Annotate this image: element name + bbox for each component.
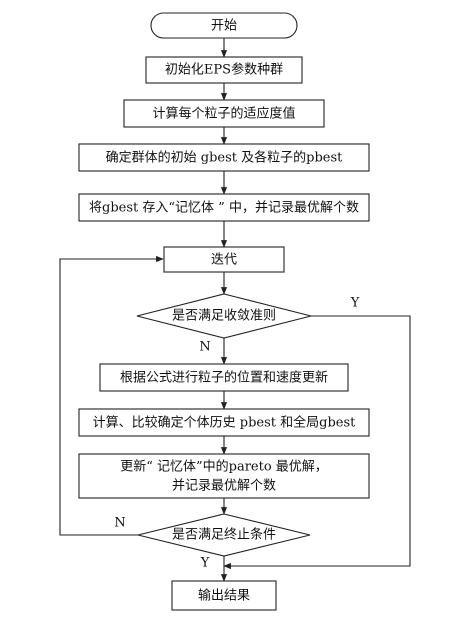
fitness-label: 计算每个粒子的适应度值 [152, 106, 295, 122]
pareto-update-label-line-2: 并记录最优解个数 [172, 479, 276, 494]
pareto-update-label-line-1: 更新“ 记忆体”中的pareto 最优解， [120, 459, 328, 475]
best-init-box [78, 143, 370, 172]
init-box [145, 56, 303, 84]
compare-best-label: 计算、比较确定个体历史 pbest 和全局gbest [93, 415, 357, 431]
update-position-label: 根据公式进行粒子的位置和速度更新 [120, 370, 328, 386]
memory-store-box [78, 193, 370, 222]
stop-check-label: 是否满足终止条件 [172, 527, 276, 543]
init-label: 初始化EPS参数种群 [165, 62, 283, 78]
iterate-box [163, 246, 285, 273]
fitness-box [123, 99, 325, 128]
update-position-box [99, 363, 349, 392]
edge-converge-yes-to-output [223, 315, 411, 570]
pareto-update-box [78, 453, 370, 499]
start-label: 开始 [211, 19, 237, 34]
edge-stop-no-to-iterate [59, 255, 164, 536]
converge-check-diamond [136, 293, 312, 339]
iterate-label: 迭代 [211, 253, 237, 268]
start-terminal [150, 12, 298, 39]
compare-best-box [78, 408, 370, 437]
output-box [171, 580, 277, 611]
stop-yes-label: Y [200, 556, 210, 571]
converge-no-label: N [199, 340, 210, 355]
converge-yes-label: Y [350, 296, 360, 311]
memory-store-label: 将gbest 存入“记忆体 ” 中，并记录最优解个数 [89, 200, 359, 216]
converge-check-label: 是否满足收敛准则 [172, 308, 276, 324]
stop-no-label: N [114, 516, 125, 531]
stop-check-diamond [137, 513, 311, 557]
output-label: 输出结果 [198, 588, 250, 604]
best-init-label: 确定群体的初始 gbest 及各粒子的pbest [106, 150, 344, 166]
